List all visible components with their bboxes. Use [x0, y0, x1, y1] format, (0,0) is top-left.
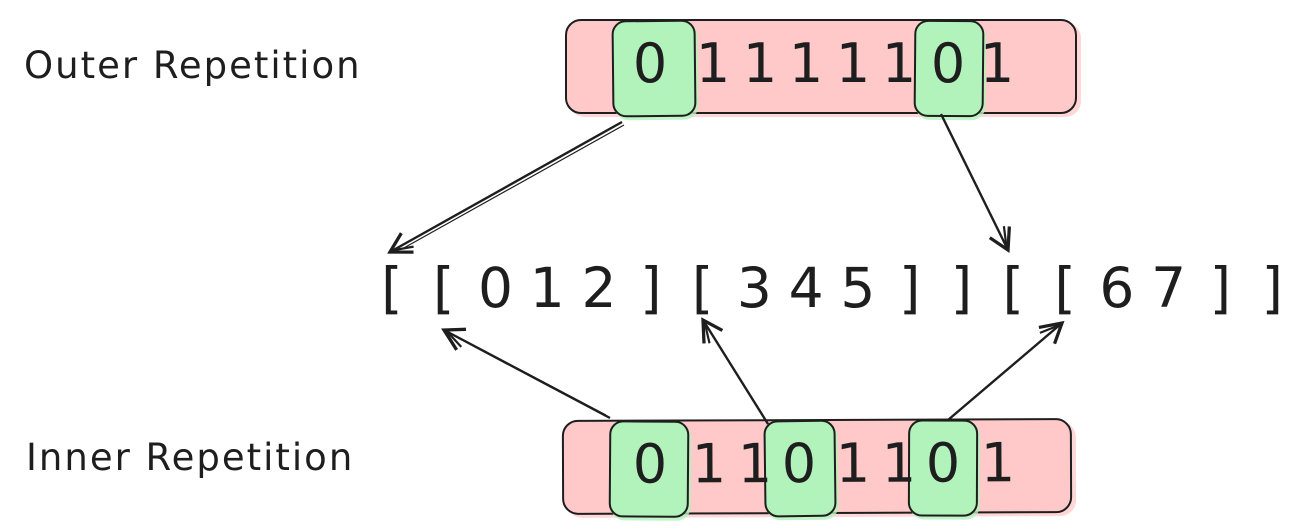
outer-array-bit-4: 1	[835, 32, 871, 95]
inner-array-bit-2: 1	[737, 432, 773, 496]
expression-token-3: 0	[477, 256, 513, 320]
outer-array-bit-3: 1	[788, 32, 824, 95]
inner-array-bit-0: 0	[632, 432, 668, 496]
inner-array-bit-4: 1	[835, 431, 871, 495]
expression-token-13: [	[1002, 256, 1024, 320]
expression-token-2: [	[432, 256, 455, 320]
inner-array-bit-3: 0	[781, 432, 817, 496]
expression-token-18: ]	[1261, 256, 1283, 320]
expression-token-17: ]	[1209, 256, 1232, 320]
expression-token-12: ]	[950, 256, 973, 320]
outer-array-bit-0: 0	[632, 32, 668, 95]
expression-token-6: ]	[640, 256, 662, 320]
expression-token-7: [	[691, 256, 714, 320]
inner-array-bit-6: 0	[925, 431, 961, 495]
expression-token-16: 7	[1151, 256, 1187, 320]
outer-array-bit-1: 1	[695, 32, 731, 95]
arrow-inner-bit6-to-list3-bracket	[947, 320, 1065, 421]
expression-token-1: [	[381, 256, 403, 320]
outer-array-bit-6: 0	[930, 32, 966, 95]
expression-token-4: 1	[529, 256, 565, 320]
arrow-inner-bit3-to-list2-bracket	[701, 317, 770, 425]
expression-token-14: [	[1054, 256, 1076, 320]
outer-repetition-label: Outer Repetition	[24, 44, 362, 87]
expression-token-11: ]	[898, 256, 921, 320]
outer-array-bit-5: 1	[881, 32, 917, 95]
arrow-outer-bit6-to-group2-bracket	[939, 113, 1011, 253]
inner-array-bit-7: 1	[980, 431, 1016, 495]
inner-repetition-label: Inner Repetition	[26, 436, 355, 479]
expression-token-9: 4	[788, 256, 824, 320]
expression-token-10: 5	[840, 256, 876, 320]
arrow-outer-bit0-to-group1-bracket-sketch	[401, 124, 625, 250]
expression-token-15: 6	[1099, 256, 1135, 320]
arrow-outer-bit0-to-group1-bracket	[387, 120, 623, 254]
inner-array-bit-5: 1	[881, 431, 917, 495]
expression-token-5: 2	[581, 256, 617, 320]
outer-array-bit-7: 1	[979, 32, 1015, 95]
expression-token-8: 3	[736, 256, 772, 320]
outer-array-bit-2: 1	[742, 32, 778, 95]
inner-array-bit-1: 1	[691, 432, 727, 496]
arrow-inner-bit0-to-list1-bracket	[441, 327, 611, 420]
arrow-inner-bit0-to-list1-bracket-sketch	[459, 337, 607, 416]
